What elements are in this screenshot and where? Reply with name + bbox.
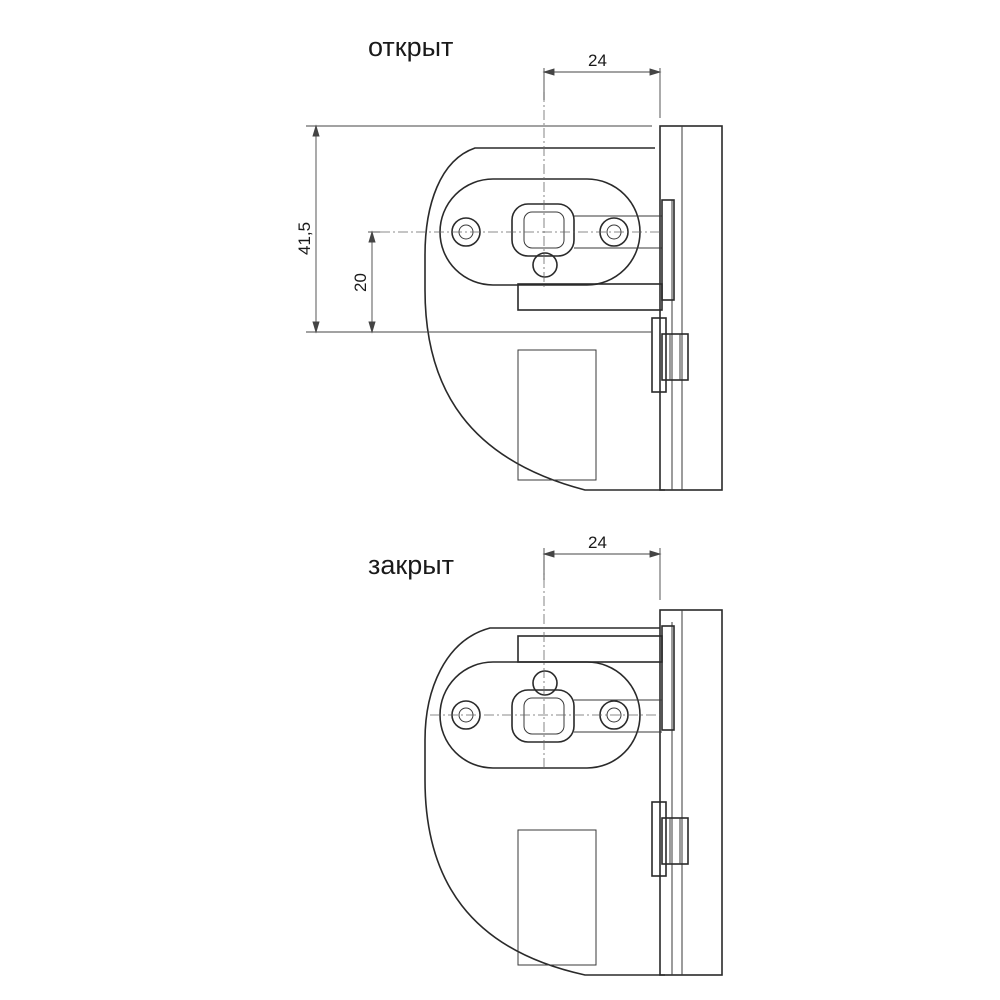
wall-profile-open bbox=[659, 125, 723, 491]
pivot-pin-open bbox=[532, 252, 558, 278]
pivot-cam-closed bbox=[511, 689, 575, 743]
dim-height-total-open: 41,5 bbox=[295, 222, 314, 255]
state-label-closed: закрыт bbox=[368, 550, 454, 580]
arm-plate-closed bbox=[661, 625, 675, 731]
bracket-bolt-open bbox=[661, 333, 689, 381]
dim-height-axis-open: 20 bbox=[351, 273, 370, 292]
glass-panel-outline-open bbox=[424, 147, 665, 491]
wall-profile-closed bbox=[659, 609, 723, 976]
bracket-bolt-closed bbox=[661, 817, 689, 865]
dim-width-open: 24 bbox=[588, 51, 607, 70]
view-closed: закрыт 24 bbox=[368, 533, 723, 976]
pivot-cam-open bbox=[511, 203, 575, 257]
bracket-plate-closed bbox=[651, 801, 667, 877]
glass-panel-outline-closed bbox=[424, 627, 665, 976]
arm-plate-open bbox=[661, 199, 675, 301]
lower-cutout-closed bbox=[517, 829, 597, 966]
stop-block-open bbox=[517, 283, 663, 311]
bracket-plate-open bbox=[651, 317, 667, 393]
dim-width-closed: 24 bbox=[588, 533, 607, 552]
view-open: открыт bbox=[295, 32, 723, 491]
lower-cutout-open bbox=[517, 349, 597, 481]
state-label-open: открыт bbox=[368, 32, 453, 62]
pivot-pin-closed bbox=[532, 670, 558, 696]
stop-block-closed bbox=[517, 635, 663, 663]
